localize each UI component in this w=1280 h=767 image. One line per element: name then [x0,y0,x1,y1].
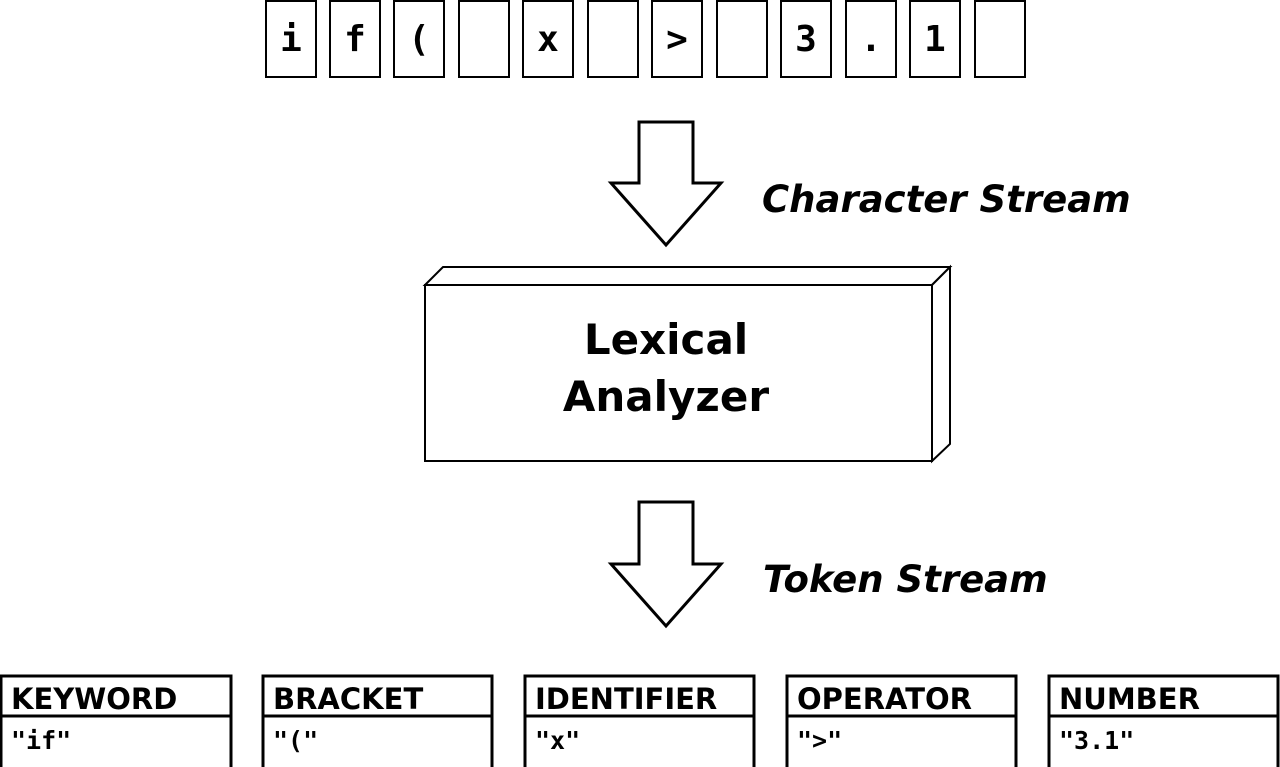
token-type: IDENTIFIER [535,682,717,716]
char-cell: x [522,0,574,78]
char-cell [974,0,1026,78]
char-cell: i [265,0,317,78]
token-stream-label: Token Stream [763,558,1048,601]
char-cell: 1 [909,0,961,78]
character-stream-label: Character Stream [762,178,1131,221]
char-cell-text: 3 [795,19,817,60]
token-type: KEYWORD [11,682,177,716]
char-cell: > [651,0,703,78]
char-cell-text: f [344,19,366,60]
char-cell: f [329,0,381,78]
token-type: NUMBER [1059,682,1200,716]
char-cell-text: i [280,19,302,60]
char-cell-text: ( [408,19,430,60]
token-box: KEYWORD "if" [0,674,233,767]
token-stream: KEYWORD "if" BRACKET "(" IDENTIFIER "x" … [0,674,1280,767]
token-box: BRACKET "(" [261,674,494,767]
char-cell [716,0,768,78]
char-cell: ( [393,0,445,78]
character-stream: i f ( x > 3 [265,0,1026,78]
token-box: IDENTIFIER "x" [523,674,756,767]
down-arrow-icon [607,120,725,248]
char-cell: 3 [780,0,832,78]
char-cell: . [845,0,897,78]
token-value: ">" [797,726,842,755]
char-cell-text: 1 [924,19,946,60]
down-arrow-icon [607,500,725,629]
char-cell-text: > [666,19,688,60]
token-type: BRACKET [273,682,423,716]
char-cell-text: x [537,19,559,60]
token-value: "x" [535,726,580,755]
char-cell-text: . [860,19,882,60]
token-value: "if" [11,726,71,755]
token-type: OPERATOR [797,682,972,716]
token-value: "(" [273,726,318,755]
token-value: "3.1" [1059,726,1134,755]
analyzer-title-line1: Lexical [584,315,748,364]
token-box: OPERATOR ">" [785,674,1018,767]
char-cell [587,0,639,78]
token-box: NUMBER "3.1" [1047,674,1280,767]
lexical-analyzer-box: Lexical Analyzer [422,264,953,464]
char-cell [458,0,510,78]
analyzer-title-line2: Analyzer [563,372,769,421]
